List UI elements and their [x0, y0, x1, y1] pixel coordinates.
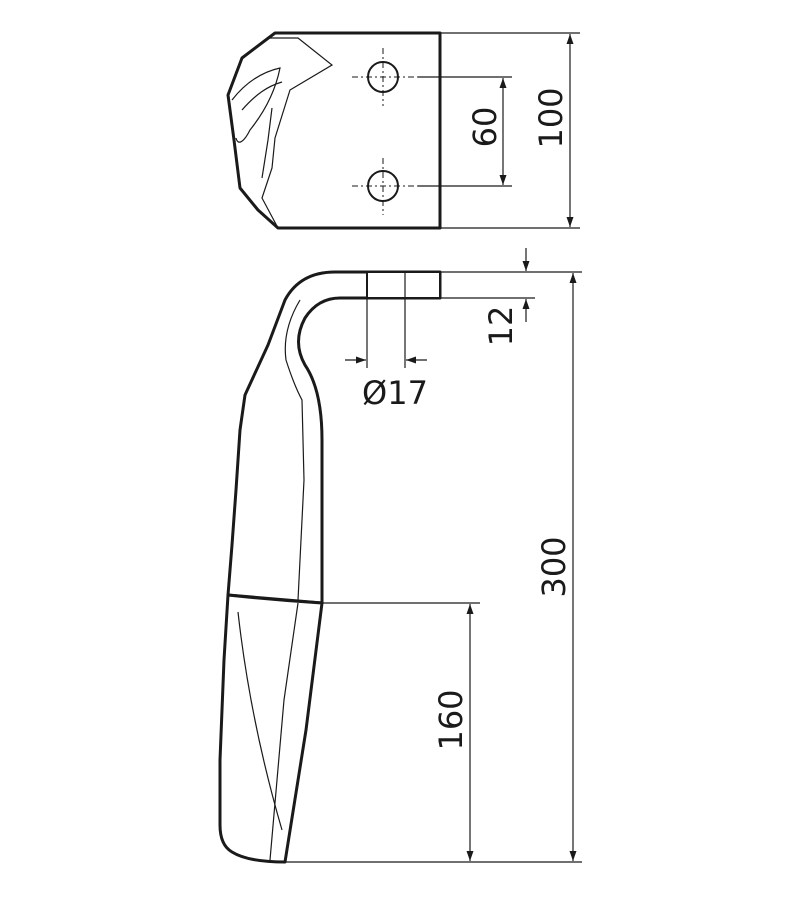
top-view-curl-line: [261, 107, 273, 179]
blade-body-outline: [226, 270, 442, 605]
blade-tip-curve: [237, 611, 283, 831]
side-view: [218, 270, 442, 864]
dimensions: 100 60 12 Ø17 300 160: [285, 32, 582, 863]
dimension-label-thickness: 12: [482, 306, 520, 347]
top-view-outline: [226, 31, 442, 230]
dimension-label-top-height: 100: [532, 87, 570, 148]
blade-tip-bevel-line: [269, 602, 299, 861]
mounting-flange: [366, 271, 441, 299]
dimension-label-blade-length: 160: [432, 689, 470, 750]
top-view-curl-inner: [241, 81, 283, 111]
top-view: [226, 31, 442, 230]
blade-body-inner-contour: [284, 299, 305, 601]
top-view-curl: [231, 67, 281, 143]
blade-tip-outline: [218, 593, 324, 864]
dimension-label-total-height: 300: [535, 536, 573, 597]
dimension-label-hole-spacing: 60: [466, 107, 504, 148]
dimension-label-hole-diameter: Ø17: [362, 374, 428, 412]
top-view-edge-bevel: [261, 37, 334, 229]
